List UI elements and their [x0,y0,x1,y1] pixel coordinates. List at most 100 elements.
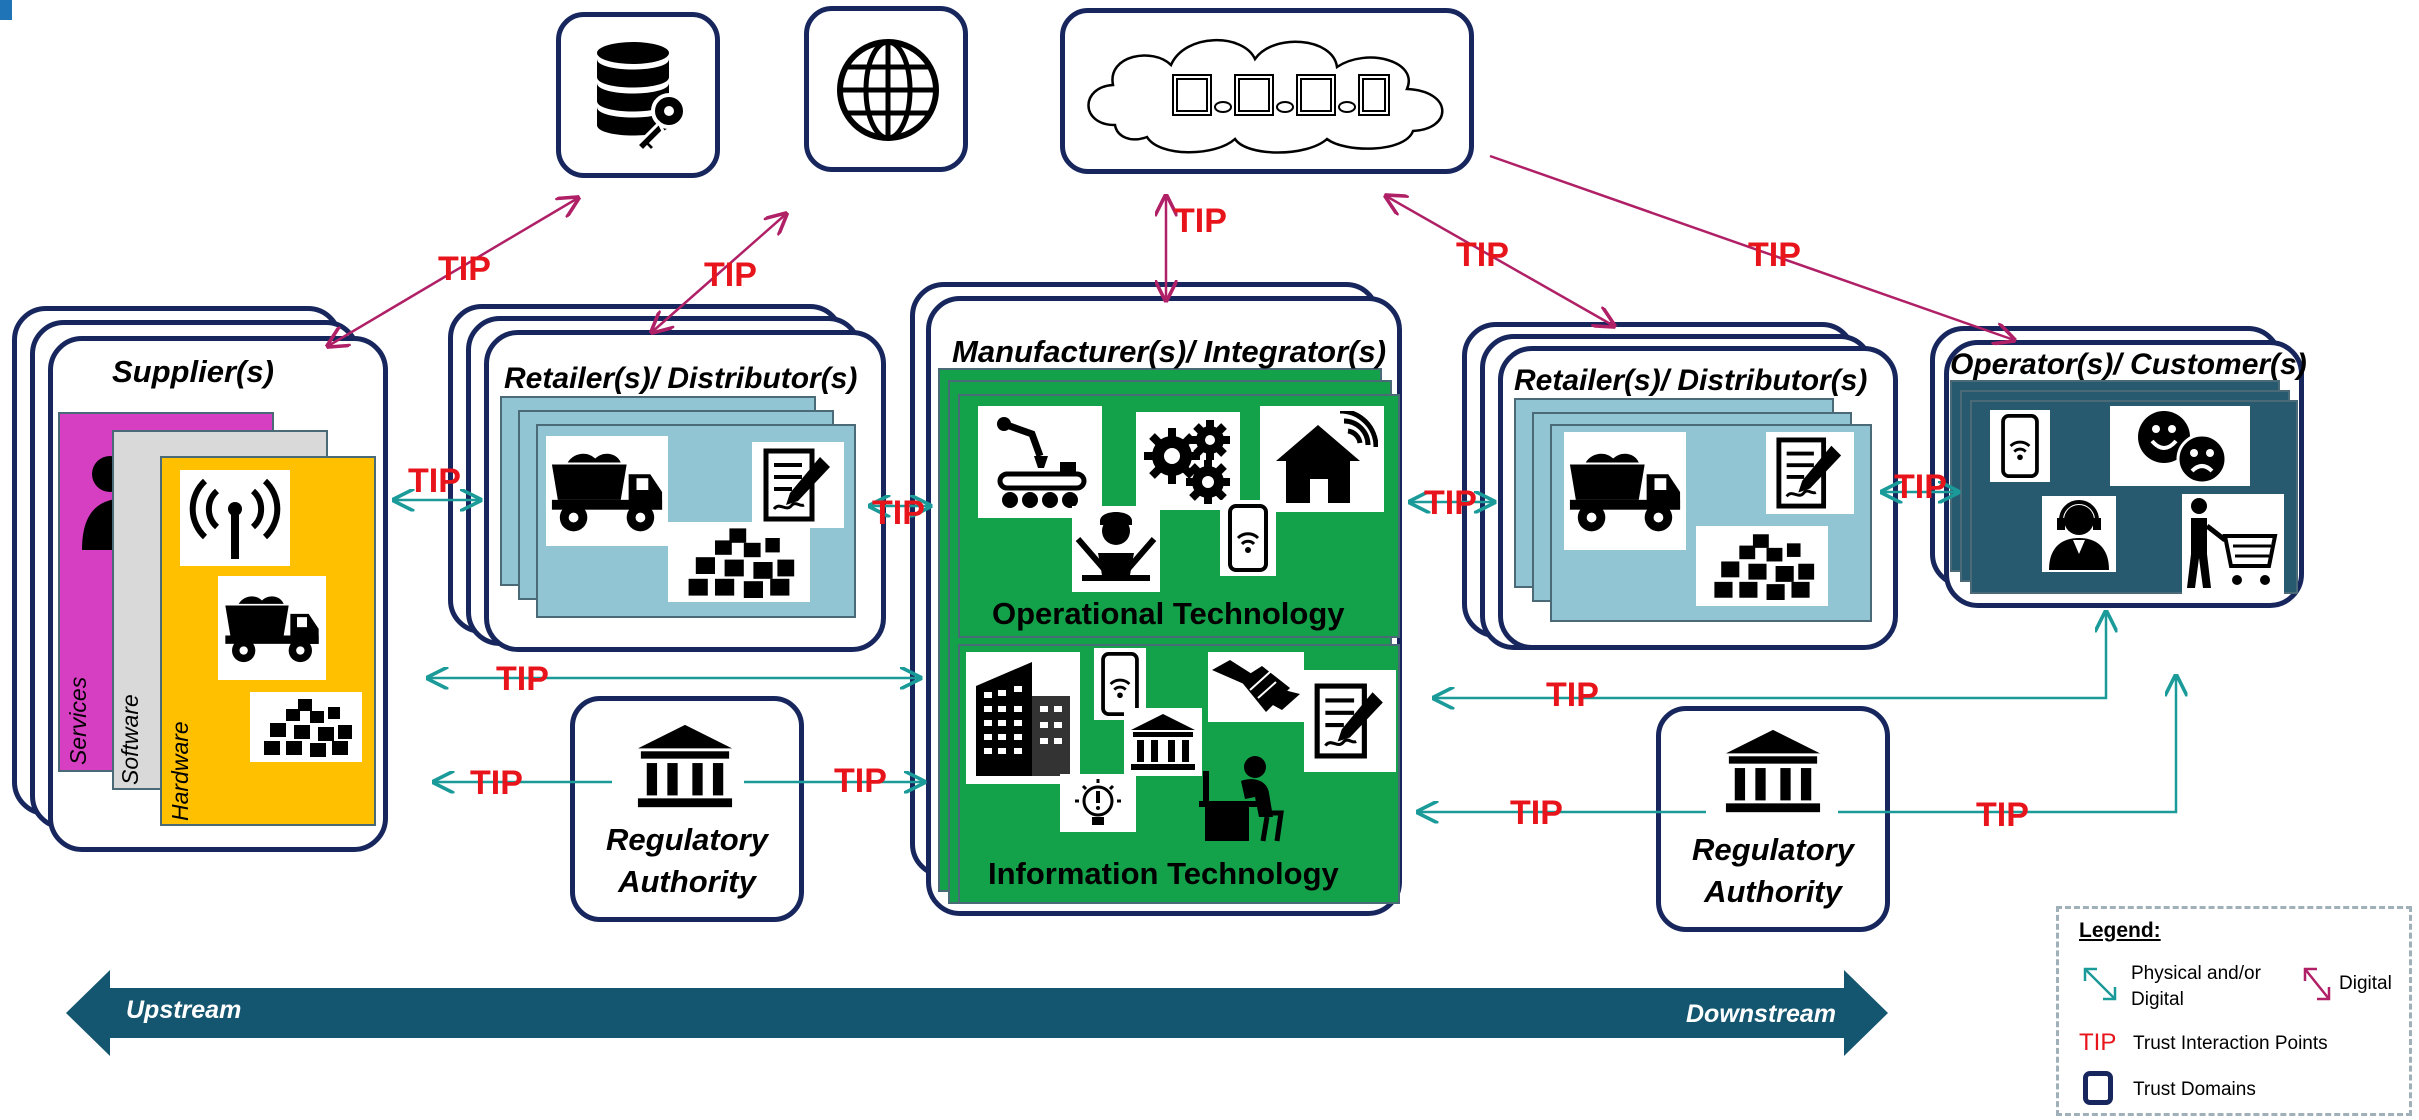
regulatory-left-label: Regulatory Authority [606,822,768,899]
operator-shopper-box [2182,494,2284,594]
it-building-box [966,652,1080,784]
legend-tip-text: Trust Interaction Points [2133,1033,2328,1054]
tip-cloud-operator: TIP [1748,236,1801,274]
ot-conveyor-box [978,406,1102,518]
it-handshake-box [1208,652,1304,722]
tip-retailer-manufacturer: TIP [872,494,925,532]
trust-domain-icon [2083,1071,2113,1105]
institution-icon [637,724,733,808]
institution-icon [1131,714,1195,770]
shopping-cart-icon [2187,498,2278,588]
mobile-wifi-icon [1101,652,1139,716]
retailer-left-truck-box [546,436,668,546]
dump-truck-icon [1569,453,1681,532]
retailer-left-boxes-box [668,522,810,602]
boxes-icon [1714,534,1815,600]
boxes-icon [264,699,352,757]
antenna-box [180,470,290,566]
legend-domains-text: Trust Domains [2133,1079,2256,1100]
tip-cloud-retailer-right: TIP [1456,236,1509,274]
upstream-downstream-arrow [66,970,1888,1056]
globe-icon [837,39,939,141]
blockchain-cloud-box [1060,8,1474,174]
robot-conveyor-icon [997,417,1087,508]
support-agent-icon [2049,500,2109,570]
globe-box [804,6,968,172]
dump-truck-icon [551,453,663,532]
tip-regulatory-right-manufacturer: TIP [1510,794,1563,832]
office-building-icon [976,662,1070,776]
arrow-cloud-retailer-right [1386,196,1614,326]
operator-title: Operator(s)/ Customer(s) [1950,348,2307,381]
operational-technology-label: Operational Technology [992,596,1345,631]
blockchain-cloud-icon [1087,39,1444,154]
contract-icon [763,448,830,522]
smart-home-icon [1276,411,1378,503]
arrow-regulatory-right-operator [1838,676,2176,814]
it-contract-box [1304,670,1396,772]
regulatory-right-label: Regulatory Authority [1692,832,1854,909]
legend: Legend: Physical and/or Digital Digital … [2056,906,2412,1116]
retailer-right-title: Retailer(s)/ Distributor(s) [1514,364,1868,397]
contract-icon [1776,437,1842,509]
dump-truck-icon [225,596,319,663]
retailer-left-title: Retailer(s)/ Distributor(s) [504,362,858,395]
tip-retailer-operator: TIP [1894,468,1947,506]
mobile-wifi-icon [1228,504,1268,572]
arrow-cloud-operator [1489,154,2014,340]
retailer-right-truck-box [1564,432,1686,550]
ot-phone-box [1220,500,1276,576]
tip-supplier-database: TIP [438,250,491,288]
database-key-icon [597,42,687,151]
physical-digital-arrow-icon [2083,967,2117,1001]
legend-tip-symbol: TIP [2079,1029,2117,1056]
boxes-box [250,692,362,762]
handshake-icon [1212,660,1300,712]
tip-retailer-globe: TIP [704,256,757,294]
retailer-right-boxes-box [1696,526,1828,606]
tip-supplier-manufacturer: TIP [496,660,549,698]
ot-gears-box [1136,412,1240,510]
tip-operator-manufacturer: TIP [1546,676,1599,714]
dump-truck-box [218,576,326,680]
information-technology-label: Information Technology [988,856,1339,891]
manufacturer-title: Manufacturer(s)/ Integrator(s) [952,334,1387,369]
tip-manufacturer-cloud: TIP [1174,202,1227,240]
regulatory-left-domain: Regulatory Authority [570,696,804,922]
worker-laptop-icon [1075,512,1157,581]
ot-smart-home-box [1260,406,1384,512]
tip-regulatory-left-supplier: TIP [470,764,523,802]
ot-operator-box [1072,506,1160,592]
corner-mark [0,0,12,20]
operator-phone-box [1990,410,2050,482]
antenna-icon [189,478,281,559]
upstream-label: Upstream [126,996,242,1024]
tip-regulatory-right-operator: TIP [1976,796,2029,834]
tip-supplier-retailer: TIP [408,462,461,500]
feedback-faces-icon [2138,411,2228,485]
retailer-left-contract-box [752,442,844,528]
lightbulb-icon [1075,779,1121,825]
gears-icon [1144,420,1230,504]
digital-arrow-icon [2303,967,2331,1001]
arrow-supplier-database [328,198,578,346]
it-desk-worker-box [1196,752,1296,844]
tip-regulatory-left-manufacturer: TIP [834,762,887,800]
it-idea-box [1060,774,1136,832]
tip-manufacturer-retailer-right: TIP [1424,484,1477,522]
operator-feedback-box [2110,406,2250,486]
contract-icon [1314,683,1383,759]
legend-digital-text: Digital [2339,973,2392,994]
institution-icon [1725,729,1821,813]
legend-physical-text: Physical and/or Digital [2131,963,2261,1010]
it-bank-box [1124,708,1202,776]
database-key-box [556,12,720,178]
supplier-title: Supplier(s) [112,354,274,389]
boxes-icon [688,528,795,598]
legend-title: Legend: [2079,919,2161,942]
mobile-wifi-icon [2001,414,2039,478]
arrow-operator-manufacturer [1434,612,2106,698]
retailer-right-contract-box [1766,432,1854,514]
operator-support-box [2042,496,2116,572]
